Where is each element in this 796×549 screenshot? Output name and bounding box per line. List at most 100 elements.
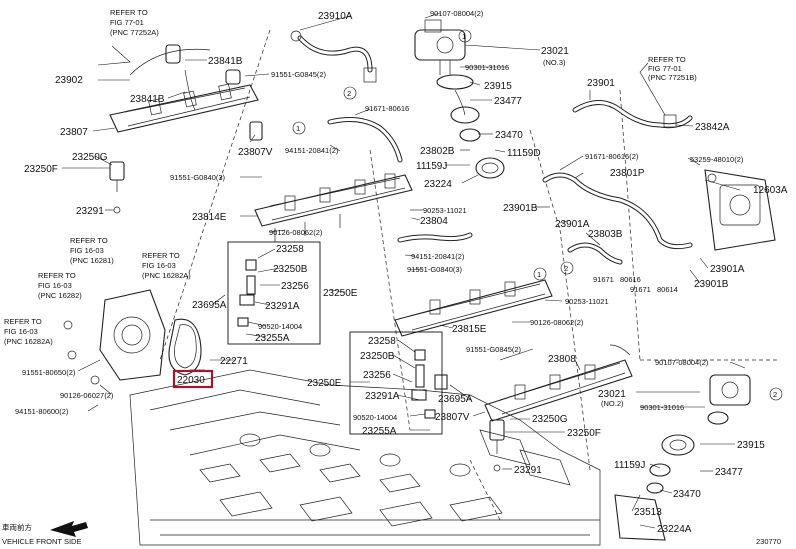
label-23807v-top: 23807V (238, 147, 273, 158)
label-23814e: 23814E (192, 212, 227, 223)
label-23901b-mid: 23901B (503, 203, 538, 214)
label-94151-80600: 94151-80600(2) (15, 407, 69, 416)
label-23250b-b: 23250B (360, 351, 395, 362)
callout-circle-1-right (533, 267, 547, 281)
label-91671-80616: 91671-80616 (365, 104, 409, 113)
label-23802b: 23802B (420, 146, 455, 157)
ref-77-01-b-line3: (PNC 77251B) (648, 73, 697, 82)
label-94151-20841: 94151-20841(2) (285, 146, 339, 155)
middle-fuel-rail-drawing (254, 173, 413, 242)
label-91551-g0845-b: 91551-G0845(2) (466, 345, 522, 354)
injector-23250f (109, 161, 125, 214)
label-90253-11021: 90253-11021 (423, 206, 467, 215)
ref-16-b-line2: FIG 16-03 (142, 261, 176, 270)
label-23256-b: 23256 (363, 370, 391, 381)
label-90301-b: 90301-31016 (640, 403, 684, 412)
pump-bracket-12603a (704, 169, 776, 251)
callout-circle-1-top (458, 29, 472, 43)
fuel-pipe-23901 (572, 100, 693, 129)
engine-block-drawing (129, 369, 601, 546)
ref-16-d-line3: (PNC 16282A) (4, 337, 53, 346)
label-91671-right: 91671-80616(2) (585, 152, 639, 161)
ref-16-c-line3: (PNC 16282) (38, 291, 82, 300)
label-90107-b: 90107-08004(2) (655, 358, 709, 367)
label-11159d: 11159D (507, 148, 541, 159)
label-23255a-b: 23255A (362, 426, 397, 437)
callout-number-1-right: 1 (537, 270, 541, 279)
label-23842a: 23842A (695, 122, 730, 133)
label-23807: 23807 (60, 127, 88, 138)
ref-16-a-line3: (PNC 16281) (70, 256, 114, 265)
injector-detail-box-upper (227, 241, 321, 345)
callout-circle-2-top (343, 86, 357, 100)
label-90107-top: 90107-08004(2) (430, 9, 484, 18)
label-91551-g0845: 91551-G0845(2) (271, 70, 327, 79)
label-23250g-top: 23250G (72, 152, 108, 163)
callout-circles (292, 29, 783, 401)
label-23695a-a: 23695A (192, 300, 227, 311)
label-23470-top: 23470 (495, 130, 523, 141)
label-22030: 22030 (177, 375, 205, 386)
label-23841b-a: 23841B (208, 56, 243, 67)
label-90126-08062-a: 90126-08062(2) (269, 228, 323, 237)
label-23250e-b: 23250E (307, 378, 342, 389)
label-23807v-b: 23807V (435, 412, 470, 423)
ref-16-a-line2: FIG 16-03 (70, 246, 104, 255)
label-90126-08062-b: 90126-08062(2) (530, 318, 584, 327)
ref-77-01-a-line2: FIG 77-01 (110, 18, 144, 27)
label-23224: 23224 (424, 179, 452, 190)
fuel-pipe-23910a (290, 30, 377, 83)
label-23250f-top: 23250F (24, 164, 58, 175)
label-23250f-b: 23250F (567, 428, 601, 439)
label-91551-g0840: 91551-G0840(3) (170, 173, 226, 182)
label-23804: 23804 (420, 216, 448, 227)
label-23901a-right: 23901A (710, 264, 745, 275)
callout-number-1-top: 1 (462, 32, 466, 41)
label-90520-b: 90520-14004 (353, 413, 397, 422)
label-no3: (NO.3) (543, 58, 566, 67)
label-23513: 23513 (634, 507, 662, 518)
callout-circle-2-bottom (769, 387, 783, 401)
label-23255a-a: 23255A (255, 333, 290, 344)
label-23477-b: 23477 (715, 467, 743, 478)
upper-fuel-rail-drawing (109, 44, 263, 141)
callout-circle-2-right (560, 261, 574, 275)
label-80616: 80616 (620, 275, 641, 284)
ref-16-a-line1: REFER TO (70, 236, 108, 245)
injector-detail-box-lower (349, 331, 443, 435)
label-23901a-mid: 23901A (555, 219, 590, 230)
callout-number-1-mid: 1 (296, 124, 300, 133)
ref-16-b-line1: REFER TO (142, 251, 180, 260)
label-23250g-b: 23250G (532, 414, 568, 425)
label-23258-b: 23258 (368, 336, 396, 347)
ref-77-01-a-line3: (PNC 77252A) (110, 28, 159, 37)
ref-16-c-line1: REFER TO (38, 271, 76, 280)
throttle-body-22030 (63, 289, 202, 385)
label-91671-a: 91671 (593, 275, 614, 284)
label-23901b-right: 23901B (694, 279, 729, 290)
callout-circle-1-mid (292, 121, 306, 135)
label-23915-b: 23915 (737, 440, 765, 451)
label-23250b-a: 23250B (273, 264, 308, 275)
right-fuel-rail-drawing (484, 344, 633, 422)
ref-16-d-line1: REFER TO (4, 317, 42, 326)
label-23258-a: 23258 (276, 244, 304, 255)
label-23815e: 23815E (452, 324, 487, 335)
label-23901: 23901 (587, 78, 615, 89)
callout-number-2-bottom: 2 (773, 390, 777, 399)
guide-lines (159, 29, 780, 521)
label-23808: 23808 (548, 354, 576, 365)
label-12603a: 12603A (753, 185, 788, 196)
leader-lines (62, 12, 746, 529)
label-53259: 53259-48010(2) (690, 155, 744, 164)
label-90126-06027: 90126-06027(2) (60, 391, 114, 400)
label-23224a: 23224A (657, 524, 692, 535)
label-23250e-a: 23250E (323, 288, 358, 299)
label-23803b: 23803B (588, 229, 623, 240)
vehicle-front-arrow-icon (50, 521, 88, 537)
ref-77-01-b-line1: REFER TO (648, 55, 686, 64)
injector-upper-drawing (237, 259, 257, 327)
label-94151-20841-b: 94151-20841(2) (411, 252, 465, 261)
fuel-pipe-23804 (397, 232, 473, 243)
